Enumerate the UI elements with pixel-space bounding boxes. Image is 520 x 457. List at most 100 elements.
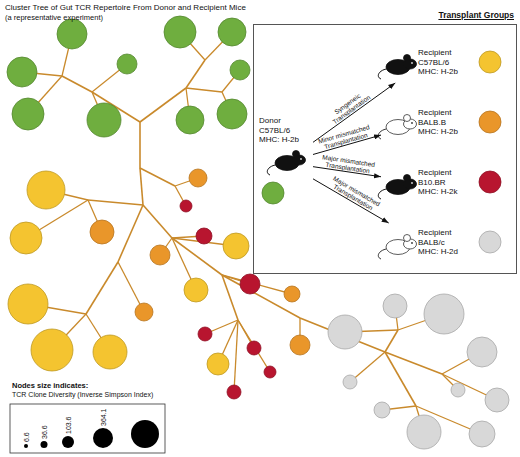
mouse-ear <box>293 151 300 158</box>
size-sample <box>41 441 48 448</box>
clone-cluster-node <box>12 98 44 130</box>
clone-cluster-node <box>223 233 249 259</box>
group-color-dot <box>479 171 501 193</box>
mouse-icon <box>381 223 417 263</box>
clone-cluster-node <box>240 274 260 294</box>
legend-value: 103.6 <box>65 416 72 434</box>
mouse-ear <box>404 115 411 122</box>
legend-heading: Nodes size indicates: <box>12 381 88 390</box>
tree-branch <box>385 352 442 374</box>
clone-cluster-node <box>184 278 208 302</box>
clone-cluster-node <box>247 341 261 355</box>
clone-cluster-node <box>196 228 212 244</box>
tree-branch <box>62 76 92 92</box>
legend-value: 6.6 <box>23 432 30 442</box>
donor-mouse: Donor C57BL/6 MHC: H-2b <box>257 115 313 210</box>
tree-branch <box>222 275 238 320</box>
tree-branch <box>143 205 172 238</box>
group-color-dot <box>479 51 501 73</box>
clone-cluster-node <box>469 421 495 447</box>
mouse-tail <box>378 249 386 259</box>
mouse-ear <box>404 175 411 182</box>
clone-cluster-node <box>227 385 241 399</box>
transplant-type: Syngeneic Transplantation <box>321 83 378 129</box>
group-dots <box>479 51 501 253</box>
legend-box <box>10 404 165 453</box>
tree-branch <box>186 88 222 92</box>
clone-cluster-node <box>27 171 65 209</box>
mouse-tail <box>378 189 386 199</box>
size-sample <box>93 428 113 448</box>
figure-title: Cluster Tree of Gut TCR Repertoire From … <box>5 3 246 12</box>
tree-branch <box>140 168 143 205</box>
clone-cluster-node <box>374 402 390 418</box>
size-sample <box>24 444 28 448</box>
clone-cluster-node <box>230 60 250 80</box>
tree-branch <box>88 200 143 205</box>
clone-cluster-node <box>57 19 87 49</box>
clone-cluster-node <box>7 57 37 87</box>
recipient-mouse: Recipient BALB.B MHC: H-2b <box>381 103 465 143</box>
strain-label: Recipient BALB.B MHC: H-2b <box>418 108 464 137</box>
clone-cluster-node <box>217 99 247 129</box>
tree-branch <box>234 320 238 392</box>
tree-branch <box>139 122 141 168</box>
clone-cluster-node <box>424 294 464 334</box>
tree-branch <box>222 275 300 318</box>
mouse-tail <box>378 69 386 79</box>
recipient-mouse: Recipient BALB/c MHC: H-2d <box>381 223 465 263</box>
tree-branch <box>86 262 118 314</box>
clone-cluster-node <box>176 106 204 134</box>
clone-cluster-node <box>407 415 441 449</box>
mouse-eye <box>300 158 302 160</box>
size-sample <box>131 420 159 448</box>
clone-cluster-node <box>87 103 121 137</box>
clone-cluster-node <box>189 169 207 187</box>
tree-branch <box>238 320 270 372</box>
clone-cluster-node <box>93 335 127 369</box>
clone-cluster-node <box>164 16 196 48</box>
clone-cluster-node <box>8 284 48 324</box>
size-sample <box>62 436 74 448</box>
strain-label: Recipient BALB/c MHC: H-2d <box>418 228 464 257</box>
clone-cluster-node <box>10 222 42 254</box>
clone-cluster-node <box>180 200 192 212</box>
mouse-tail <box>267 165 275 175</box>
clone-cluster-node <box>198 327 212 341</box>
clone-cluster-node <box>207 353 229 375</box>
clone-cluster-node <box>90 220 114 244</box>
mouse-icon <box>381 43 417 83</box>
transplant-type: Major mismatched Transplantation <box>325 173 384 215</box>
legend-value: 36.6 <box>41 425 48 439</box>
mouse-eye <box>411 242 413 244</box>
subtitle: (a representative experiment) <box>5 13 103 22</box>
tree-branch <box>186 60 205 88</box>
mouse-eye <box>411 122 413 124</box>
clone-cluster-node <box>31 329 73 371</box>
transplant-type: Major mismatched Transplantation <box>317 152 378 175</box>
tree-branch <box>385 352 416 406</box>
clone-cluster-node <box>117 54 137 74</box>
mouse-ear <box>404 55 411 62</box>
inset-panel: Transplant GroupsDonor C57BL/6 MHC: H-2b… <box>253 24 517 274</box>
clone-cluster-node <box>328 315 362 349</box>
mouse-ear <box>404 235 411 242</box>
clone-cluster-node <box>451 383 465 397</box>
legend-heading: TCR Clone Diversity (Inverse Simpson Ind… <box>12 391 153 398</box>
panel-heading: Transplant Groups <box>438 10 514 20</box>
mouse-eye <box>411 182 413 184</box>
group-color-dot <box>479 111 501 133</box>
transplant-type: Minor mismatched Transplantation <box>314 122 376 152</box>
mouse-icon <box>381 163 417 203</box>
tree-branch <box>222 275 292 294</box>
tree-branches <box>22 32 497 434</box>
tree-branch <box>140 168 175 186</box>
tree-branch <box>118 205 143 262</box>
legend-value: 364.1 <box>100 408 107 426</box>
clone-cluster-node <box>264 366 276 378</box>
mouse-icon <box>257 147 313 207</box>
tree-nodes <box>7 16 509 449</box>
group-color-dot <box>479 231 501 253</box>
clone-cluster-node <box>467 337 497 367</box>
